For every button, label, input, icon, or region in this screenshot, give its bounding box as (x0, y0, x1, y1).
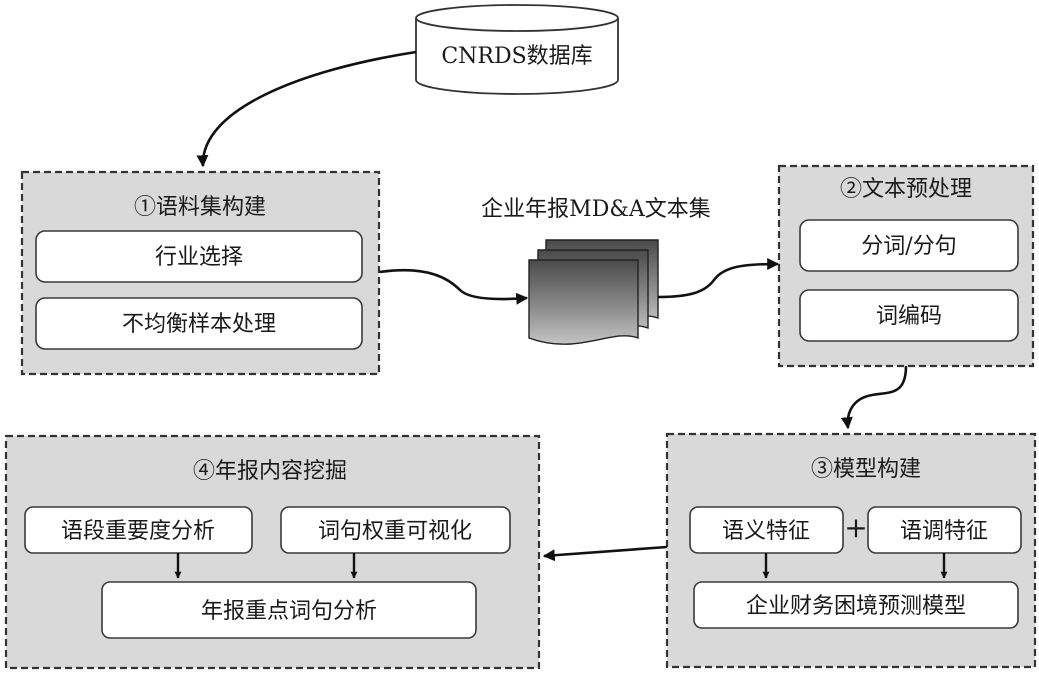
model-feature-tone: 语调特征 (900, 519, 988, 544)
preprocess-item-encoding: 词编码 (876, 304, 942, 329)
document-stack: 企业年报MD&A文本集 (481, 197, 711, 345)
arrow-db-to-corpus (196, 50, 417, 168)
panel-corpus: ①语料集构建 行业选择 不均衡样本处理 (20, 170, 381, 376)
model-plus-sign: + (844, 511, 867, 544)
preprocess-item-segment: 分词/分句 (861, 234, 956, 259)
database-label: CNRDS数据库 (441, 44, 592, 69)
corpus-item-imbalance: 不均衡样本处理 (122, 312, 276, 337)
arrow-corpus-to-docs (379, 268, 529, 305)
arrow-preprocess-to-model (840, 365, 908, 430)
panel-analysis-title: ④年报内容挖掘 (193, 459, 347, 484)
panel-preprocess-title: ②文本预处理 (840, 177, 972, 202)
panel-preprocess: ②文本预处理 分词/分句 词编码 (777, 164, 1035, 368)
panel-model-title: ③模型构建 (811, 457, 921, 482)
panel-model: ③模型构建 语义特征 + 语调特征 企业财务困境预测模型 (665, 432, 1037, 669)
model-result: 企业财务困境预测模型 (746, 594, 966, 619)
model-feature-semantic: 语义特征 (722, 519, 810, 544)
database-cylinder: CNRDS数据库 (415, 4, 619, 95)
corpus-item-industry: 行业选择 (155, 245, 243, 270)
arrow-docs-to-preprocess (657, 258, 780, 299)
arrow-model-to-analysis (542, 545, 668, 562)
document-stack-label: 企业年报MD&A文本集 (481, 197, 711, 222)
analysis-result: 年报重点词句分析 (201, 599, 377, 624)
panel-corpus-title: ①语料集构建 (134, 195, 266, 220)
panel-analysis: ④年报内容挖掘 语段重要度分析 词句权重可视化 年报重点词句分析 (4, 434, 541, 670)
analysis-item-paragraph: 语段重要度分析 (61, 519, 215, 544)
analysis-item-visualize: 词句权重可视化 (318, 519, 472, 544)
